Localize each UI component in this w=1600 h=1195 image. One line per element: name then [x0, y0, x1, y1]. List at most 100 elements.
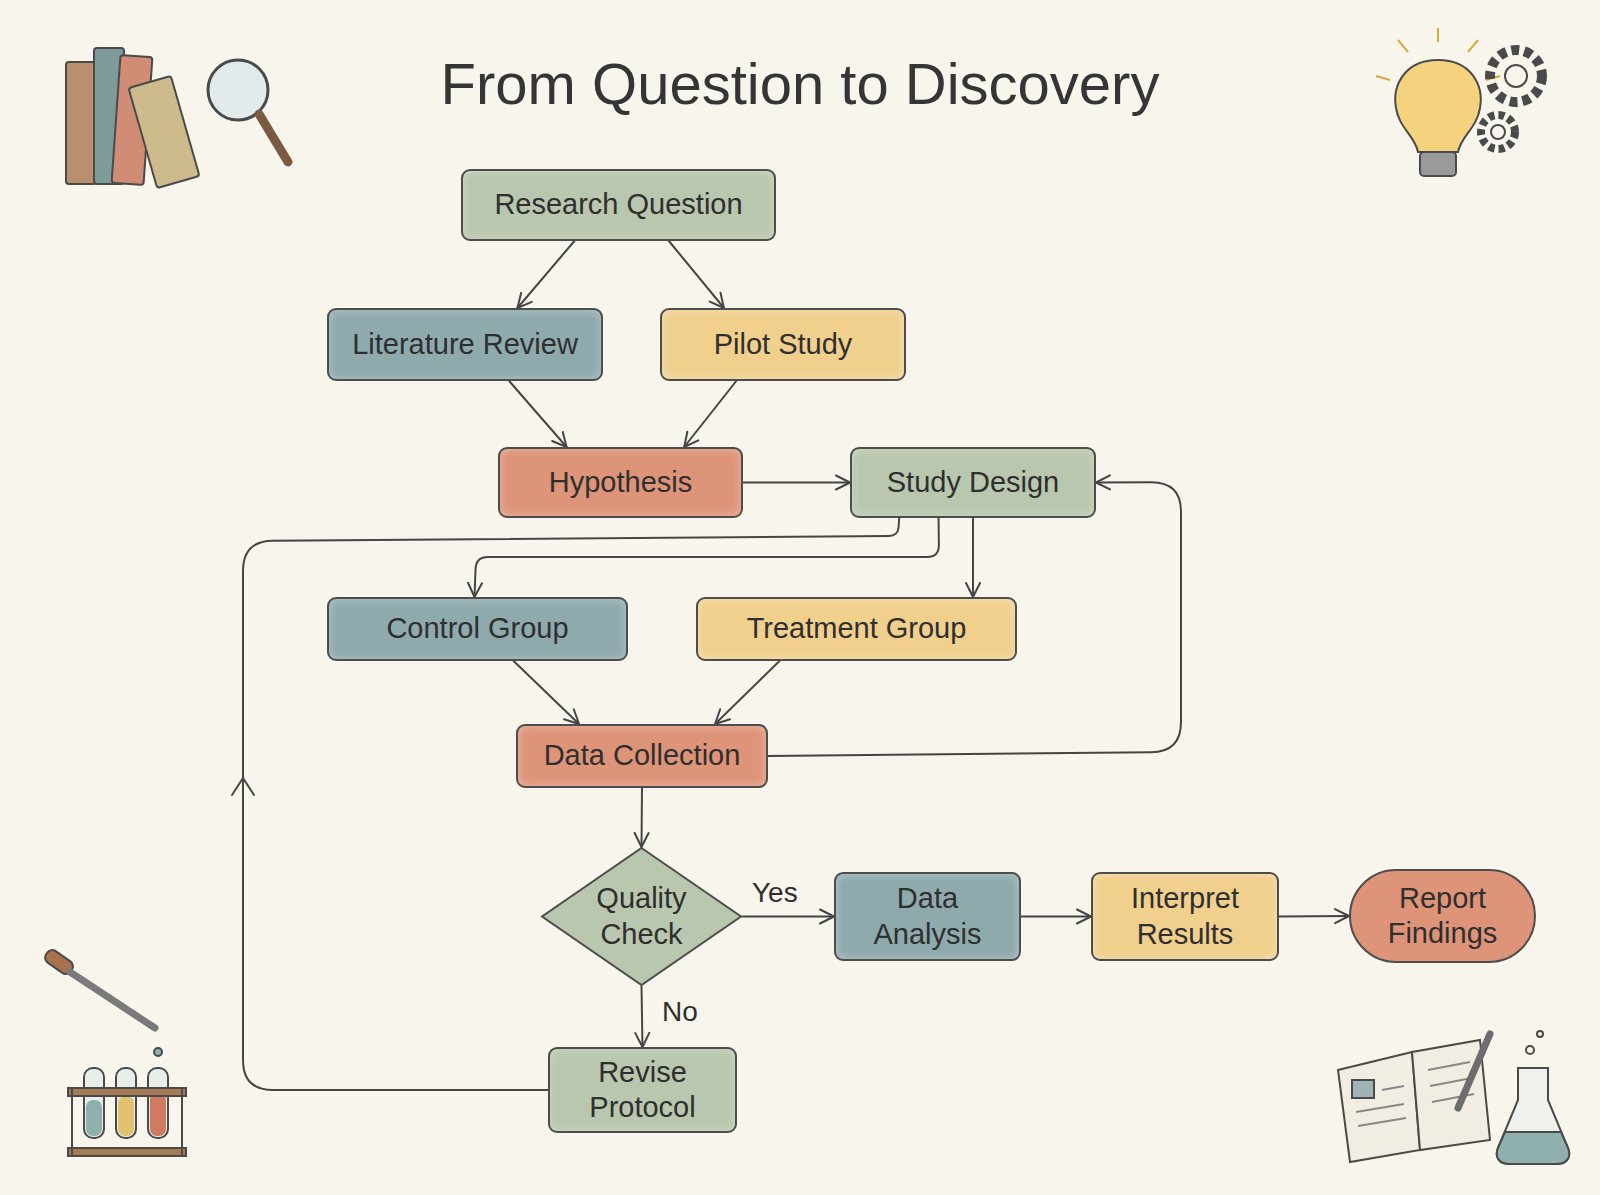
node-text-group: Literature Review	[352, 327, 578, 362]
connector-line	[517, 241, 574, 308]
notebook-lines	[1356, 1062, 1474, 1126]
node-label: Data Analysis	[866, 881, 989, 952]
process-box: Research Question	[461, 169, 776, 241]
node-text-group: Control Group	[386, 611, 568, 646]
connector-line	[715, 661, 779, 724]
node-label: Study Design	[887, 465, 1060, 500]
book	[66, 62, 96, 184]
node-text-group: Treatment Group	[747, 611, 967, 646]
node-label: Quality Check	[581, 881, 702, 952]
lightbulb-icon	[1376, 28, 1500, 176]
flask	[1497, 1068, 1570, 1164]
node-label: Report Findings	[1381, 881, 1504, 952]
notebook-figure	[1352, 1080, 1374, 1098]
connector-line	[972, 518, 974, 597]
liquid	[86, 1100, 102, 1136]
node-label: Data Collection	[544, 738, 741, 773]
drop	[154, 1048, 162, 1056]
connector-line	[514, 661, 579, 724]
process-box: Treatment Group	[696, 597, 1017, 661]
gear-hub	[1505, 65, 1527, 87]
connector-line	[641, 788, 644, 847]
node-text-group: Hypothesis	[549, 465, 692, 500]
node-label: Interpret Results	[1123, 881, 1247, 952]
book	[129, 76, 200, 188]
test-tube	[84, 1068, 104, 1138]
diamond-shape	[542, 848, 741, 985]
node-text-group: Research Question	[494, 187, 742, 222]
flow-arrow	[474, 518, 938, 597]
process-box: Control Group	[327, 597, 628, 661]
dropper-icon	[43, 948, 162, 1056]
edge-label: No	[662, 996, 698, 1028]
rack-leg	[71, 1088, 73, 1156]
terminal-box: Report Findings	[1349, 869, 1536, 963]
handle	[259, 114, 288, 162]
node-text-group: Pilot Study	[714, 327, 853, 362]
flow-arrow	[669, 241, 724, 308]
gear-hub	[1491, 125, 1505, 139]
flask-liquid	[1497, 1132, 1570, 1164]
pen	[1458, 1034, 1490, 1108]
node-label: Treatment Group	[747, 611, 967, 646]
node-text-group: Study Design	[887, 465, 1060, 500]
process-box: Pilot Study	[660, 308, 906, 381]
connector-line	[1279, 915, 1349, 918]
test-tube	[116, 1068, 136, 1138]
process-box: Study Design	[850, 447, 1096, 518]
light-rays	[1376, 28, 1500, 80]
node-label: Pilot Study	[714, 327, 853, 362]
flow-arrow	[973, 518, 974, 597]
flow-arrow	[743, 482, 850, 483]
connector-line	[669, 241, 724, 308]
notebook-icon	[1338, 1034, 1490, 1162]
gears-icon	[1481, 50, 1542, 149]
node-text-group: Data Analysis	[866, 881, 989, 952]
connector-line	[743, 482, 850, 484]
flow-arrow	[1279, 916, 1349, 918]
connector-line	[509, 381, 566, 447]
node-text-group: Data Collection	[544, 738, 741, 773]
connector-line	[474, 518, 938, 597]
diamond-outline	[541, 847, 742, 986]
gear	[1481, 115, 1515, 149]
connector-line	[642, 986, 643, 1047]
bulb	[1395, 60, 1480, 152]
books-icon	[66, 48, 199, 188]
dropper-tube	[70, 972, 155, 1028]
bubble	[1537, 1031, 1543, 1037]
node-label: Revise Protocol	[580, 1055, 705, 1126]
bulb-base	[1420, 152, 1456, 176]
node-label: Research Question	[494, 187, 742, 222]
rack	[68, 1148, 186, 1156]
rack-leg	[181, 1088, 183, 1156]
node-text-group: Report Findings	[1381, 881, 1504, 952]
node-label: Literature Review	[352, 327, 578, 362]
bubble	[1526, 1046, 1534, 1054]
test-tubes-icon	[68, 1068, 186, 1156]
process-box: Data Collection	[516, 724, 768, 788]
notebook-page	[1338, 1052, 1420, 1162]
node-label: Control Group	[386, 611, 568, 646]
gear	[1490, 50, 1542, 102]
process-box: Revise Protocol	[548, 1047, 737, 1133]
decision-diamond: Quality Check	[541, 847, 742, 986]
flow-arrow	[1021, 916, 1091, 917]
liquid	[118, 1096, 134, 1136]
flow-arrow	[715, 661, 779, 724]
connector-line	[684, 381, 736, 447]
test-tube	[148, 1068, 168, 1138]
connector-line	[742, 916, 834, 918]
liquid	[150, 1092, 166, 1136]
flow-arrow	[641, 788, 643, 847]
flow-arrow	[742, 916, 834, 917]
flow-arrow	[509, 381, 566, 447]
arrow-head	[232, 778, 254, 795]
flow-arrow	[684, 381, 736, 447]
flask-icon	[1497, 1031, 1570, 1164]
connector-line	[1021, 916, 1091, 918]
node-text-group: Interpret Results	[1123, 881, 1247, 952]
node-text-group: Quality Check	[581, 881, 702, 952]
flow-arrow	[517, 241, 574, 308]
